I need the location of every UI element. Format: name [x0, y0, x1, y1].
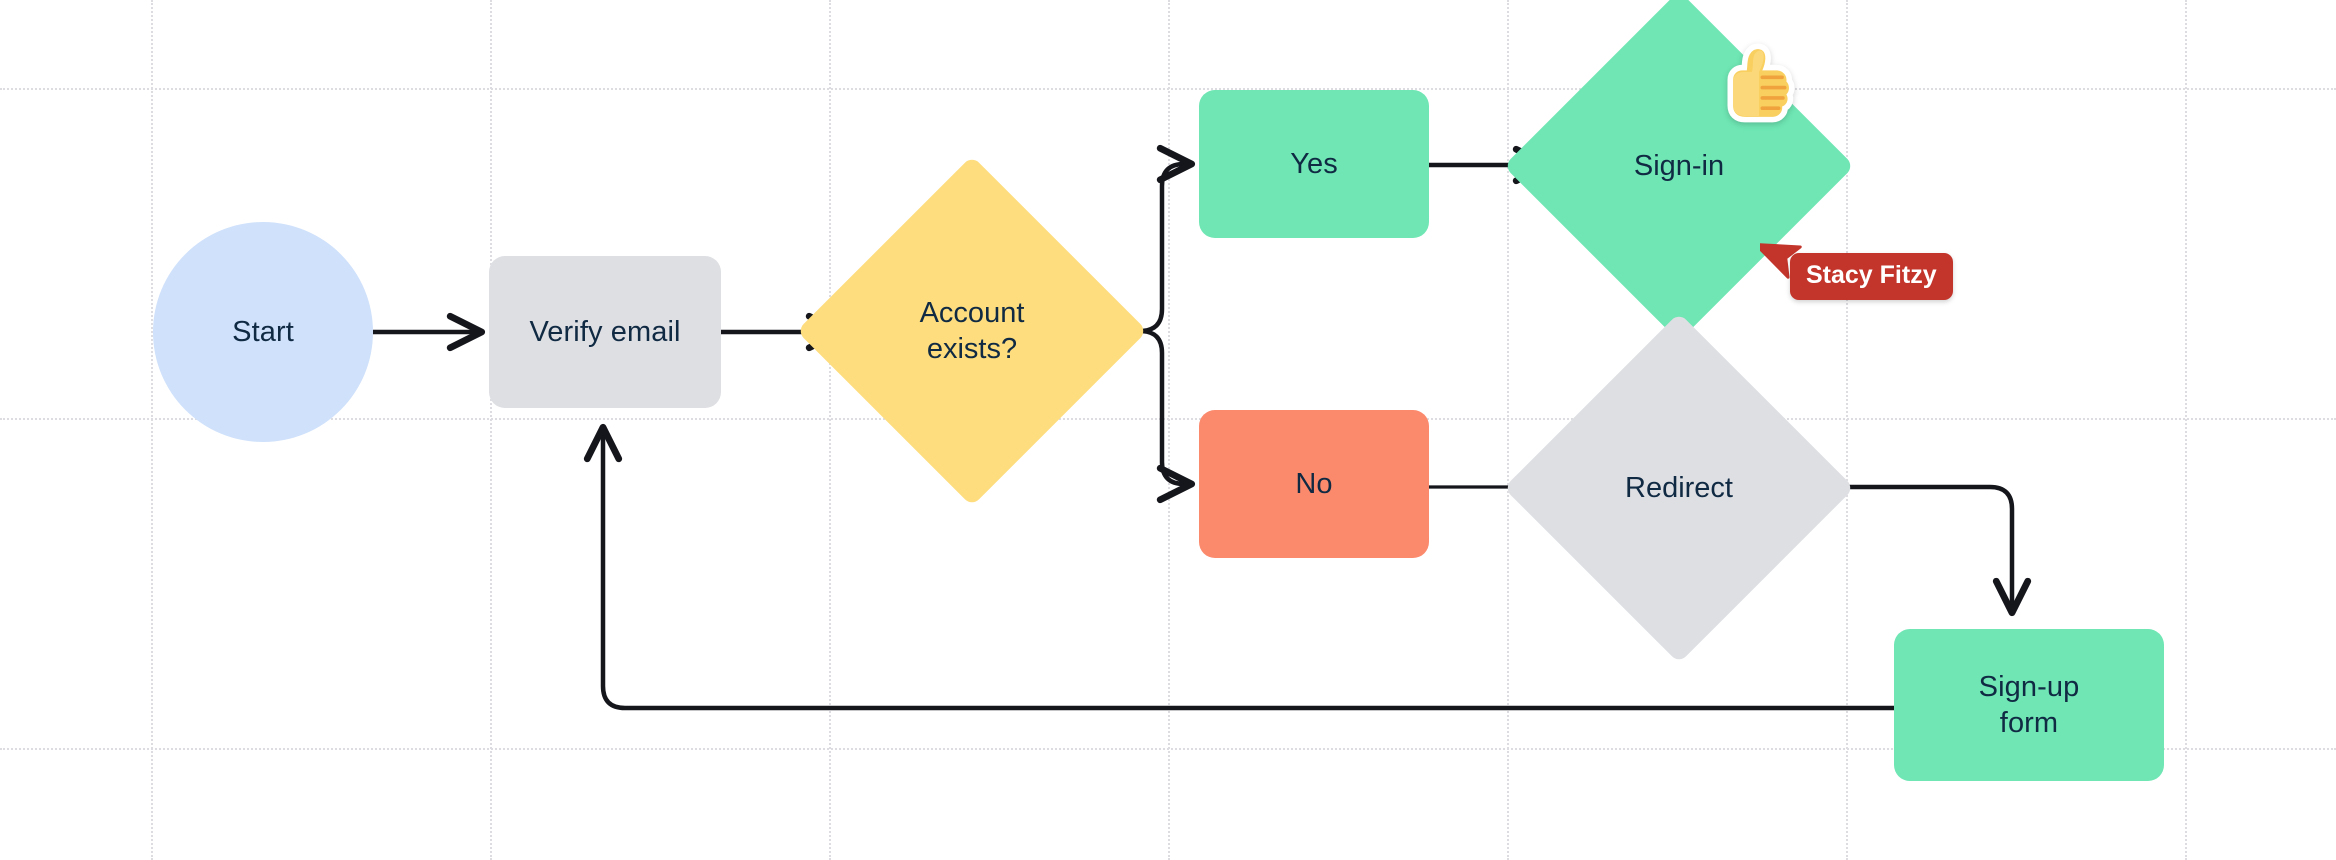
edge-account-to-no[interactable] — [1093, 328, 1196, 504]
node-no[interactable]: No — [1199, 410, 1429, 558]
node-redirect[interactable]: Redirect — [1503, 312, 1855, 664]
node-yes[interactable]: Yes — [1199, 90, 1429, 238]
node-label-account-exists: Account exists? — [919, 296, 1025, 365]
node-account-exists[interactable]: Account exists? — [796, 155, 1148, 507]
node-sign-up-form[interactable]: Sign-up form — [1894, 629, 2164, 781]
node-verify-email[interactable]: Verify email — [489, 256, 721, 408]
node-label-redirect: Redirect — [1625, 471, 1733, 504]
edge-signup-to-verify[interactable] — [583, 423, 1897, 711]
edge-redirect-to-signup[interactable] — [1800, 484, 2032, 617]
node-label-sign-in: Sign-in — [1633, 149, 1725, 182]
cursor-user-label: Stacy Fitzy — [1790, 253, 1953, 300]
cursor-pointer-icon — [1760, 242, 1802, 279]
thumbs-up-icon[interactable] — [1709, 42, 1795, 128]
node-sign-in[interactable]: Sign-in — [1503, 0, 1855, 342]
node-start[interactable]: Start — [153, 222, 373, 442]
